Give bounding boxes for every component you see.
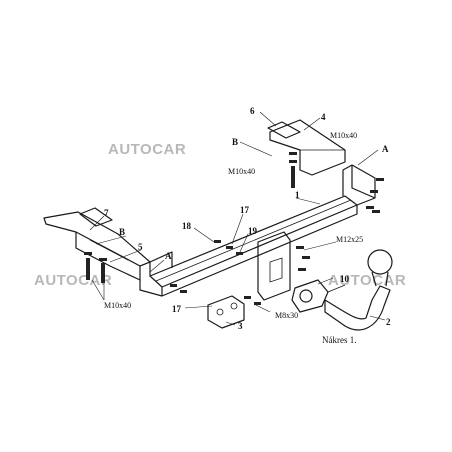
label-part-2: 2	[386, 317, 391, 327]
label-bolt-m12x25: M12x25	[336, 235, 363, 244]
leader-lines	[89, 111, 386, 326]
label-part-3: 3	[238, 321, 243, 331]
bolt-stacks	[84, 152, 384, 305]
center-mount-plate	[257, 231, 291, 301]
bracket-left	[43, 207, 151, 281]
label-b-top: B	[232, 137, 238, 147]
label-b-left: B	[119, 227, 125, 237]
label-part-17-bottom: 17	[172, 304, 182, 314]
label-a-right: A	[382, 144, 389, 154]
label-part-7: 7	[104, 208, 109, 218]
watermark-top: AUTOCAR	[108, 141, 186, 158]
label-part-6: 6	[250, 106, 255, 116]
label-part-17-top: 17	[240, 205, 250, 215]
label-bolt-m8x30: M8x30	[275, 311, 298, 320]
label-part-4: 4	[321, 112, 326, 122]
bracket-right-upper	[267, 119, 346, 176]
main-crossbar	[139, 164, 376, 297]
label-bolt-m10x40-mid: M10x40	[228, 167, 255, 176]
label-a-left: A	[165, 251, 172, 261]
towball-2	[324, 249, 393, 331]
label-part-5: 5	[138, 242, 143, 252]
label-part-18: 18	[182, 221, 192, 231]
label-part-1: 1	[295, 190, 300, 200]
watermark-left: AUTOCAR	[34, 272, 112, 289]
socket-10	[291, 279, 346, 313]
label-part-10: 10	[340, 274, 350, 284]
label-part-19: 19	[248, 226, 258, 236]
label-bolt-m10x40-left: M10x40	[104, 301, 131, 310]
diagram-caption: Nákres 1.	[322, 335, 357, 345]
bracket-plate-3	[207, 295, 245, 329]
label-bolt-m10x40-top: M10x40	[330, 131, 357, 140]
